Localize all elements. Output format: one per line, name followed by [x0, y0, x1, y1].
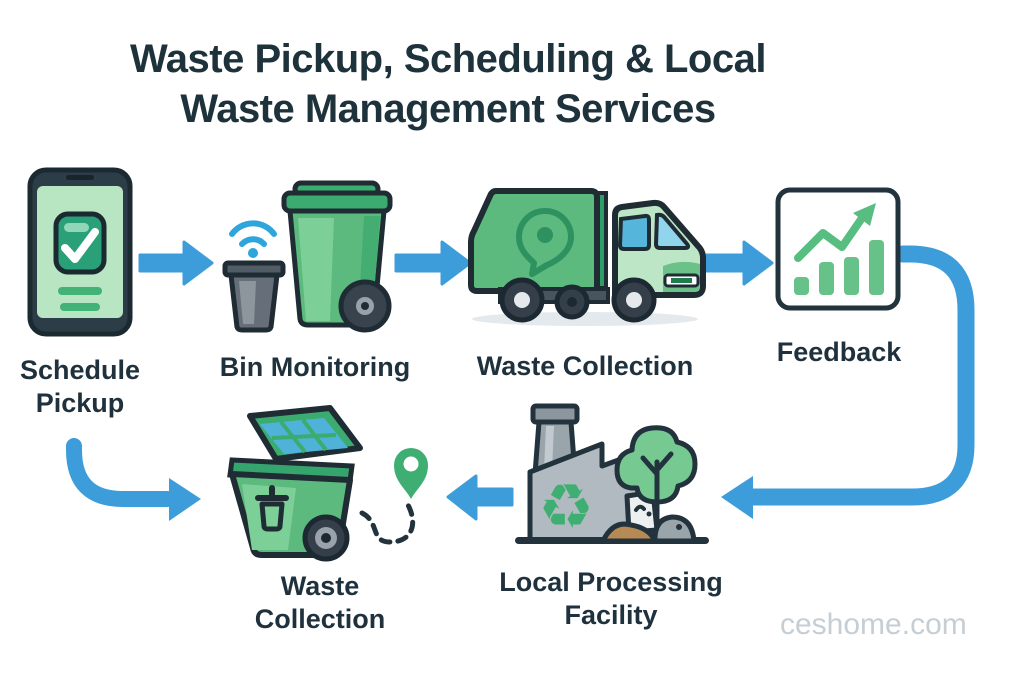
- waste-collection-top-label: Waste Collection: [476, 351, 694, 381]
- trend-arrow-icon: [794, 203, 876, 262]
- dashed-route-path: [359, 502, 415, 545]
- recycle-symbol-icon: ♻: [538, 470, 594, 543]
- title-line-1: Waste Pickup, Scheduling & Local: [130, 37, 766, 81]
- app-tile-highlight: [64, 223, 89, 232]
- bin-route-pin-icon: [227, 405, 428, 562]
- chart-bars: [794, 240, 884, 295]
- wifi-signal-icon: [229, 220, 277, 258]
- growth-chart-icon: [775, 187, 901, 311]
- local-processing-facility-label: Local Processing Facility: [499, 567, 723, 630]
- arrow-collection-to-feedback-icon: [704, 240, 774, 286]
- arrow-feedback-to-processing-head-icon: [721, 476, 753, 519]
- phone-speaker: [66, 175, 94, 180]
- location-pin-icon: [394, 448, 428, 499]
- title-line-2: Waste Management Services: [180, 87, 716, 131]
- location-pin-decal-icon: [516, 208, 574, 277]
- screen-text-line-1: [58, 287, 102, 295]
- green-wheelie-bin: [281, 180, 393, 333]
- screen-text-line-2: [60, 303, 100, 311]
- rock: [652, 514, 697, 544]
- waste-collection-bottom-label: Waste Collection: [254, 571, 386, 634]
- phone-checkmark-icon: [27, 167, 133, 337]
- schedule-pickup-label: Schedule Pickup: [19, 355, 141, 418]
- watermark: ceshome.com: [780, 608, 967, 641]
- recycling-factory-icon: ♻: [515, 403, 709, 544]
- bin-monitoring-label: Bin Monitoring: [219, 352, 411, 382]
- app-tile: [53, 211, 107, 275]
- trash-glyph-icon: [255, 485, 289, 532]
- arrow-schedule-to-collection-head-icon: [169, 478, 201, 521]
- tree-icon: [614, 425, 698, 505]
- arrow-schedule-to-collection-curve-icon: [66, 438, 175, 507]
- page-title: Waste Pickup, Scheduling & Local Waste M…: [28, 34, 868, 134]
- arrow-processing-to-collection-icon: [446, 474, 514, 521]
- arrow-schedule-to-binmonitoring-icon: [138, 240, 214, 286]
- bins-wifi-icon: [222, 180, 393, 333]
- garbage-truck-icon: [468, 188, 706, 326]
- side-window: [617, 213, 651, 251]
- arrow-binmonitoring-to-collection-icon: [394, 240, 472, 286]
- windshield: [653, 212, 691, 250]
- open-lid-solar-panel: [247, 405, 363, 462]
- feedback-label: Feedback: [776, 337, 902, 367]
- arrow-feedback-to-processing-curve-icon: [741, 245, 975, 506]
- dirt-mound: [600, 521, 658, 544]
- small-gray-bin: [222, 260, 286, 333]
- chimney: [530, 403, 580, 477]
- cargo-box: [468, 188, 600, 294]
- checkmark-icon: [61, 228, 99, 263]
